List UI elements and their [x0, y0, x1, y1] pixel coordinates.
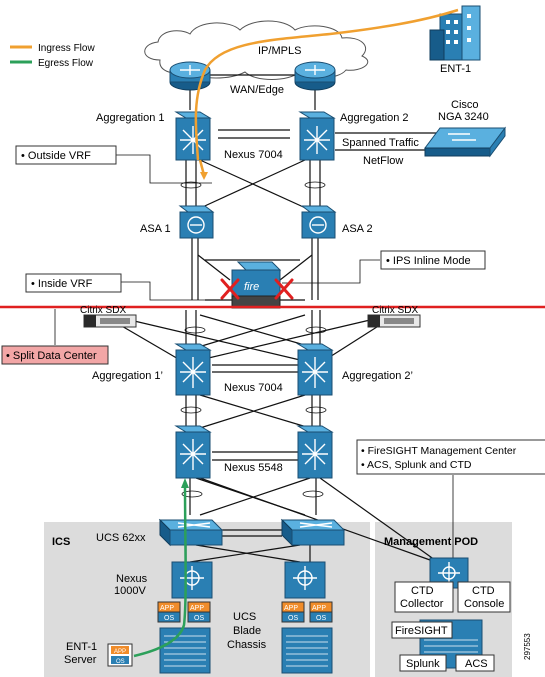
split-dc-box [1, 345, 109, 365]
firesight-box [391, 621, 453, 639]
nexus-label: Nexus [116, 573, 148, 585]
mgmt-notes-line1: • FireSIGHT Management Center [361, 445, 517, 457]
splunk-box [399, 654, 447, 672]
mgmt-pod-label: Management POD [384, 536, 478, 548]
nexus5548-left-switch-icon [174, 425, 212, 479]
vm-app-os-right-2: APP OS [309, 601, 333, 623]
egress-legend-label: Egress Flow [38, 58, 94, 69]
nga-3240-label: NGA 3240 [438, 111, 489, 123]
ctd-collector-box [394, 581, 454, 613]
ucs-blade-chassis-right-icon [281, 627, 333, 674]
ctd-console-box [457, 581, 511, 613]
citrix-sdx-right-icon [367, 314, 421, 328]
ctd-collector-line1: CTD [411, 585, 434, 597]
ucs-fabric-interconnect-left-icon [158, 518, 224, 547]
netflow-label: NetFlow [363, 155, 403, 167]
firesight-label: FireSIGHT [395, 625, 448, 637]
inside-vrf-label: • Inside VRF [31, 278, 93, 290]
aggregation2-label: Aggregation 2 [340, 112, 409, 124]
ingress-flow-path [194, 8, 459, 161]
link-bundles [180, 181, 327, 498]
asa1-firewall-icon [178, 205, 215, 239]
aggregation2p-switch-icon [296, 343, 334, 396]
nexus1000v-left-icon [171, 561, 213, 599]
ent1-server-label-1: ENT-1 [66, 641, 97, 653]
mgmt-notes-box [356, 439, 545, 475]
links [54, 74, 454, 563]
fire-label: fire [244, 281, 259, 293]
ctd-console-line2: Console [464, 598, 504, 610]
ucs-label: UCS [233, 611, 256, 623]
vm-app-os-left-1: APP OS [157, 601, 181, 623]
citrix-left-label: Citrix SDX [80, 305, 126, 316]
chassis-label: Chassis [227, 639, 267, 651]
blade-label: Blade [233, 625, 261, 637]
cisco-label: Cisco [451, 99, 479, 111]
svg-text:APP: APP [312, 605, 326, 612]
ctd-collector-line2: Collector [400, 598, 444, 610]
mgmt-notes-line2: • ACS, Splunk and CTD [361, 459, 472, 471]
egress-arrow-icon [181, 478, 189, 488]
acs-label: ACS [465, 658, 488, 670]
split-dc-label: • Split Data Center [6, 350, 97, 362]
ingress-arrow-icon [200, 172, 208, 180]
asa2-firewall-icon [300, 205, 337, 239]
aggregation1p-switch-icon [174, 343, 212, 396]
spanned-traffic-label: Spanned Traffic [342, 137, 419, 149]
ips-inline-label: • IPS Inline Mode [386, 255, 471, 267]
ctd-console-line1: CTD [472, 585, 495, 597]
egress-flow-path [133, 484, 187, 658]
cisco-nga-appliance-icon [424, 126, 506, 158]
svg-text:OS: OS [116, 659, 125, 665]
inside-vrf-box [25, 273, 122, 293]
aggregation1-label: Aggregation 1 [96, 112, 165, 124]
asa2-label: ASA 2 [342, 223, 373, 235]
nexus7004-top-label: Nexus 7004 [224, 149, 283, 161]
cloud-label: IP/MPLS [258, 45, 301, 57]
aggregation2-switch-icon [298, 111, 336, 161]
nexus1000v-right-icon [284, 561, 326, 599]
ent1-label: ENT-1 [440, 63, 471, 75]
citrix-right-label: Citrix SDX [372, 305, 418, 316]
wan-router-1-icon [169, 61, 211, 91]
firepower-appliance-icon: fire [231, 261, 282, 309]
vm-app-os-left-2: APP OS [187, 601, 211, 623]
acs-box [455, 654, 495, 672]
aggregation1-switch-icon [174, 111, 212, 161]
1000v-label: 1000V [114, 585, 146, 597]
blocked-path-x-icons [220, 278, 294, 300]
ent1-building-icon [429, 5, 481, 61]
ucs62xx-label: UCS 62xx [96, 532, 146, 544]
ingress-legend-label: Ingress Flow [38, 43, 95, 54]
svg-text:APP: APP [284, 605, 298, 612]
aggregation2p-label: Aggregation 2’ [342, 370, 413, 382]
aggregation1p-label: Aggregation 1’ [92, 370, 163, 382]
svg-text:APP: APP [160, 605, 174, 612]
svg-text:APP: APP [190, 605, 204, 612]
svg-text:APP: APP [114, 649, 126, 655]
ent1-server-vm-icon: APP OS [107, 643, 133, 667]
ips-inline-box [380, 250, 486, 270]
svg-text:OS: OS [316, 615, 326, 622]
splunk-label: Splunk [406, 658, 440, 670]
nexus5548-label: Nexus 5548 [224, 462, 283, 474]
nexus5548-right-switch-icon [296, 425, 334, 479]
vm-app-os-right-1: APP OS [281, 601, 305, 623]
ucs-blade-chassis-left-icon [159, 627, 211, 674]
nexus7004-mid-label: Nexus 7004 [224, 382, 283, 394]
asa1-label: ASA 1 [140, 223, 171, 235]
ucs-fabric-interconnect-right-icon [280, 518, 346, 547]
figure-id: 297553 [523, 633, 532, 660]
outside-vrf-box [15, 145, 117, 165]
svg-text:OS: OS [194, 615, 204, 622]
ics-label: ICS [52, 536, 70, 548]
wan-router-2-icon [294, 61, 336, 91]
outside-vrf-label: • Outside VRF [21, 150, 91, 162]
svg-text:OS: OS [164, 615, 174, 622]
citrix-sdx-left-icon [83, 314, 137, 328]
wan-edge-label: WAN/Edge [230, 84, 284, 96]
ent1-server-label-2: Server [64, 654, 97, 666]
svg-text:OS: OS [288, 615, 298, 622]
